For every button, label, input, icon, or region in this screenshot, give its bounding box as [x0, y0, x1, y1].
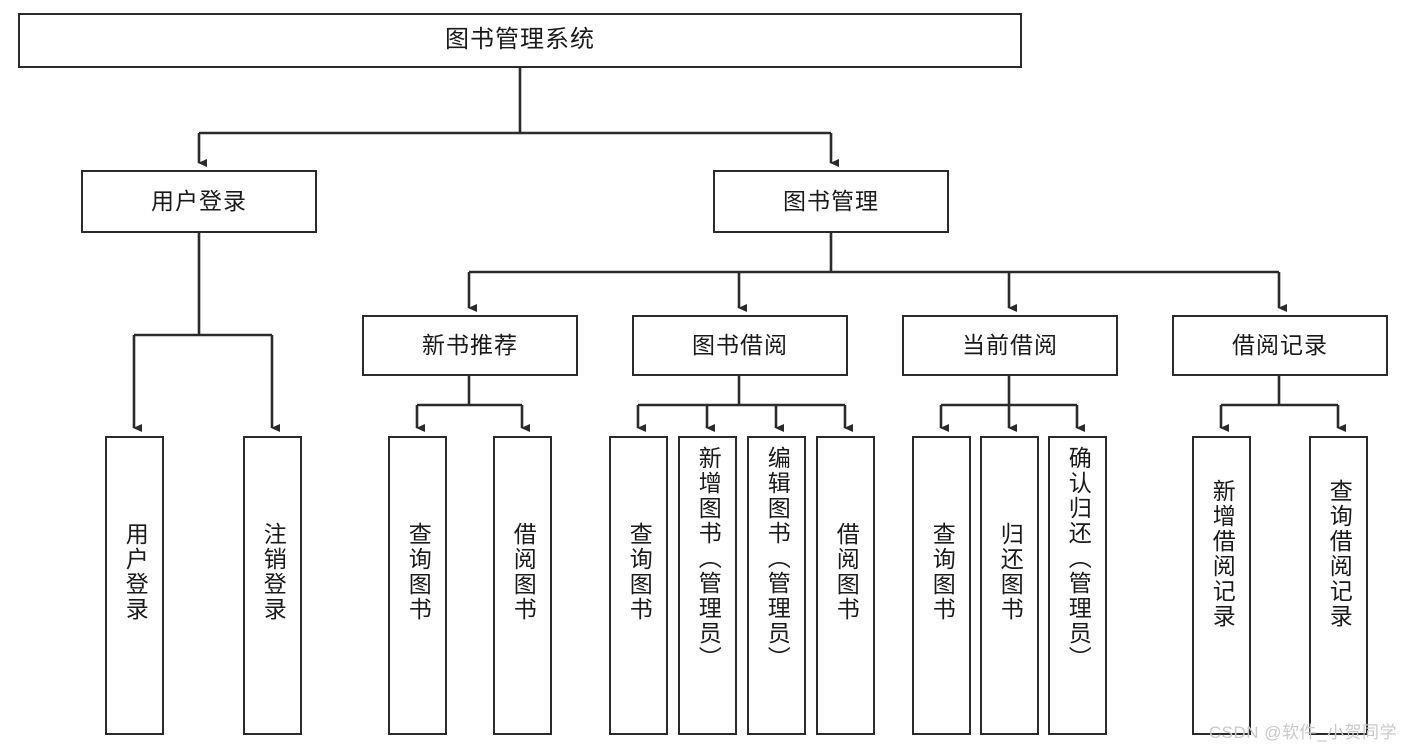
node-label: 确认归还（管理员）	[1065, 446, 1092, 671]
node-leaf-borrow-book-1[interactable]: 借阅图书	[493, 436, 552, 735]
node-leaf-query-book-3[interactable]: 查询图书	[912, 436, 971, 735]
node-leaf-query-book-2[interactable]: 查询图书	[609, 436, 668, 735]
node-label: 查询图书	[626, 522, 653, 622]
node-label: 图书管理	[783, 187, 879, 214]
node-new-book-recommend[interactable]: 新书推荐	[362, 315, 578, 376]
node-leaf-confirm-return[interactable]: 确认归还（管理员）	[1048, 436, 1107, 735]
node-label: 查询图书	[929, 522, 956, 622]
node-label: 借阅记录	[1232, 331, 1328, 358]
node-leaf-return-book[interactable]: 归还图书	[980, 436, 1039, 735]
node-leaf-user-login[interactable]: 用户登录	[105, 436, 164, 735]
node-label: 查询借阅记录	[1326, 479, 1353, 629]
node-label: 查询图书	[405, 522, 432, 622]
node-label: 图书管理系统	[445, 26, 595, 54]
node-label: 当前借阅	[962, 331, 1058, 358]
node-user-login[interactable]: 用户登录	[81, 170, 317, 233]
node-label: 新增借阅记录	[1209, 479, 1236, 629]
node-label: 新书推荐	[422, 331, 518, 358]
node-borrow-record[interactable]: 借阅记录	[1172, 315, 1388, 376]
node-leaf-borrow-book-2[interactable]: 借阅图书	[816, 436, 875, 735]
node-label: 注销登录	[260, 522, 287, 622]
node-current-borrow[interactable]: 当前借阅	[902, 315, 1118, 376]
node-leaf-query-book-1[interactable]: 查询图书	[388, 436, 447, 735]
node-leaf-add-book[interactable]: 新增图书（管理员）	[678, 436, 737, 735]
node-label: 借阅图书	[510, 522, 537, 622]
node-label: 借阅图书	[833, 522, 860, 622]
node-label: 图书借阅	[692, 331, 788, 358]
node-leaf-add-record[interactable]: 新增借阅记录	[1192, 436, 1251, 735]
node-label: 用户登录	[122, 522, 149, 622]
csdn-watermark: CSDN @软件_小贺同学	[1208, 723, 1397, 742]
node-leaf-edit-book[interactable]: 编辑图书（管理员）	[747, 436, 806, 735]
node-book-management[interactable]: 图书管理	[713, 170, 949, 233]
node-root-system[interactable]: 图书管理系统	[18, 13, 1022, 68]
node-label: 用户登录	[151, 187, 247, 214]
node-label: 新增图书（管理员）	[695, 446, 722, 671]
node-label: 编辑图书（管理员）	[764, 446, 791, 671]
node-leaf-user-logout[interactable]: 注销登录	[243, 436, 302, 735]
node-book-borrow[interactable]: 图书借阅	[632, 315, 848, 376]
node-label: 归还图书	[997, 522, 1024, 622]
node-leaf-query-record[interactable]: 查询借阅记录	[1309, 436, 1368, 735]
